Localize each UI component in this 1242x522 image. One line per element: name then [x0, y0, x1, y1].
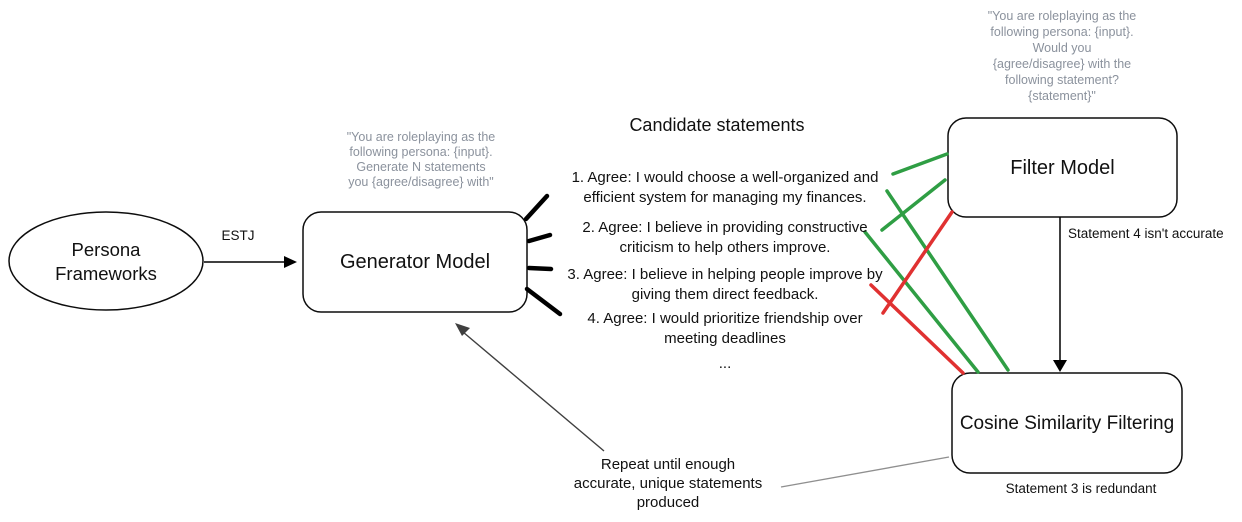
filter-model-node [947, 117, 1178, 218]
generator-prompt-text: "You are roleplaying as the following pe… [346, 130, 496, 189]
generator-tick-1 [523, 193, 550, 222]
generator-tick-3 [526, 265, 554, 272]
repeat-arrow-line [462, 331, 605, 452]
filter-rejection-note: Statement 4 isn't accurate [1068, 226, 1224, 241]
repeat-loop-note: Repeat until enough accurate, unique sta… [573, 456, 763, 511]
accept-line-statement1-to-filter [891, 152, 949, 176]
candidate-statements-ellipsis: ... [718, 355, 732, 372]
persona-frameworks-label: Persona Frameworks [55, 239, 157, 284]
filter-to-cosine-arrowhead [1053, 360, 1067, 372]
candidate-statement-4: 4. Agree: I would prioritize friendship … [587, 310, 863, 347]
generator-tick-4 [524, 286, 563, 317]
repeat-arrowhead [455, 323, 470, 336]
generator-model-label: Generator Model [339, 251, 491, 273]
generator-model-node [302, 211, 528, 313]
candidate-statement-3: 3. Agree: I believe in helping people im… [567, 266, 883, 303]
cosine-filtering-label: Cosine Similarity Filtering [959, 413, 1175, 434]
persona-frameworks-node [8, 211, 204, 311]
candidate-statement-1: 1. Agree: I would choose a well-organize… [571, 169, 879, 206]
candidate-statements-heading: Candidate statements [629, 115, 805, 135]
generator-tick-2 [526, 232, 553, 244]
filter-prompt-text: "You are roleplaying as the following pe… [987, 9, 1137, 103]
reject-line-statement3-to-cosine [869, 283, 965, 375]
candidate-statement-2: 2. Agree: I believe in providing constru… [582, 219, 868, 256]
cosine-to-repeat-connector [780, 456, 950, 488]
accept-line-statement2-to-filter [880, 178, 947, 232]
reject-line-filter-to-statement4 [881, 210, 954, 315]
estj-edge-label: ESTJ [221, 228, 255, 243]
cosine-rejection-note: Statement 3 is redundant [1005, 481, 1157, 496]
filter-model-label: Filter Model [1010, 157, 1115, 179]
cosine-filtering-node [951, 372, 1183, 474]
estj-arrowhead [284, 256, 297, 268]
accept-line-statement2-to-cosine [863, 230, 980, 374]
accept-line-statement1-to-cosine [885, 189, 1010, 372]
